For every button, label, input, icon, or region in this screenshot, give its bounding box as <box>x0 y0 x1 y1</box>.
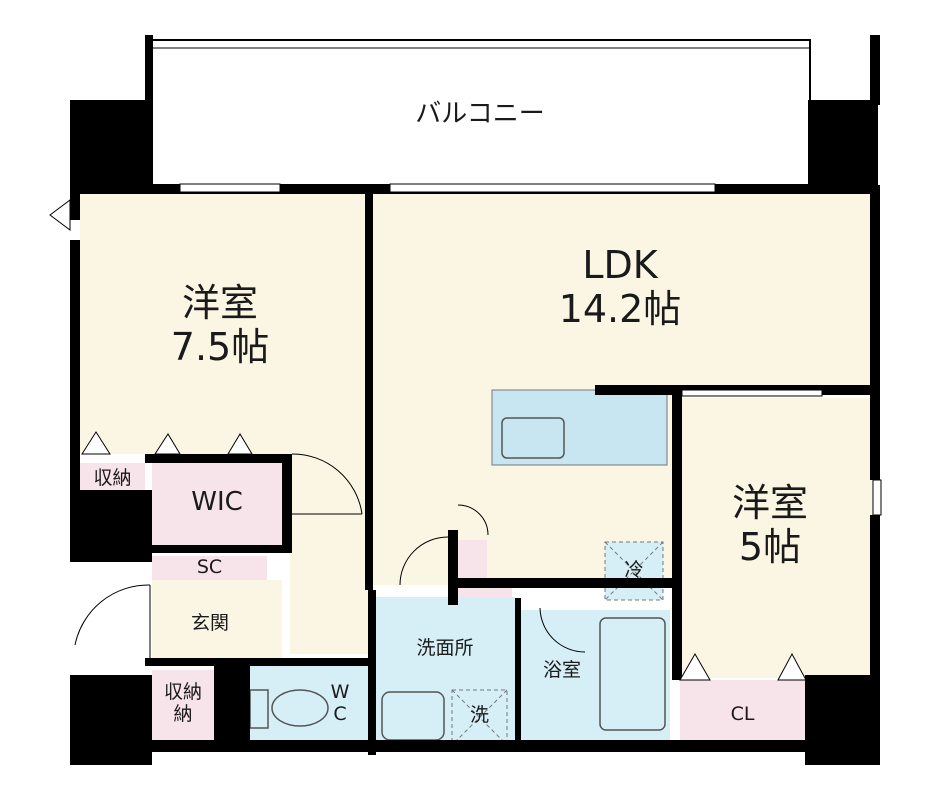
fridge-space <box>604 541 664 601</box>
wic-area <box>152 463 282 545</box>
western-room-1-label: 洋室 7.5帖 <box>170 281 270 369</box>
balcony-area <box>149 39 811 186</box>
bathtub <box>599 617 666 731</box>
wc-label: W C <box>330 681 350 725</box>
ldk-label: LDK 14.2帖 <box>558 243 682 331</box>
entrance-floor <box>152 580 282 658</box>
wic-label: WIC <box>191 487 243 517</box>
storage-1-label: 収納 <box>93 467 132 489</box>
closet-label: CL <box>730 703 755 725</box>
storage-1-area <box>80 463 145 495</box>
wash-basin <box>381 691 445 741</box>
toilet-bowl <box>271 689 329 727</box>
doors <box>49 199 586 660</box>
entrance-label: 玄関 <box>190 612 229 634</box>
storage-2-label: 収納 納 <box>163 681 202 725</box>
washroom-label: 洗面所 <box>416 637 474 659</box>
bathroom-label: 浴室 <box>542 659 581 681</box>
sink <box>501 417 565 459</box>
western-room-2-label: 洋室 5帖 <box>731 481 808 569</box>
storage-2-area <box>152 670 214 748</box>
closet-area <box>680 680 805 748</box>
sc-label: SC <box>196 556 223 578</box>
balcony-label: バルコニー <box>415 99 545 129</box>
hall-floor <box>290 454 373 654</box>
closet-markers <box>81 431 807 681</box>
sc-area <box>152 556 267 580</box>
western-room-2-floor <box>680 398 873 678</box>
western-room-1-floor <box>80 192 365 454</box>
washer-label: 洗 <box>469 704 489 726</box>
small-storage <box>457 540 487 578</box>
windows <box>179 183 882 516</box>
fridge-label: 冷 <box>624 559 644 581</box>
ldk-floor <box>373 192 873 392</box>
